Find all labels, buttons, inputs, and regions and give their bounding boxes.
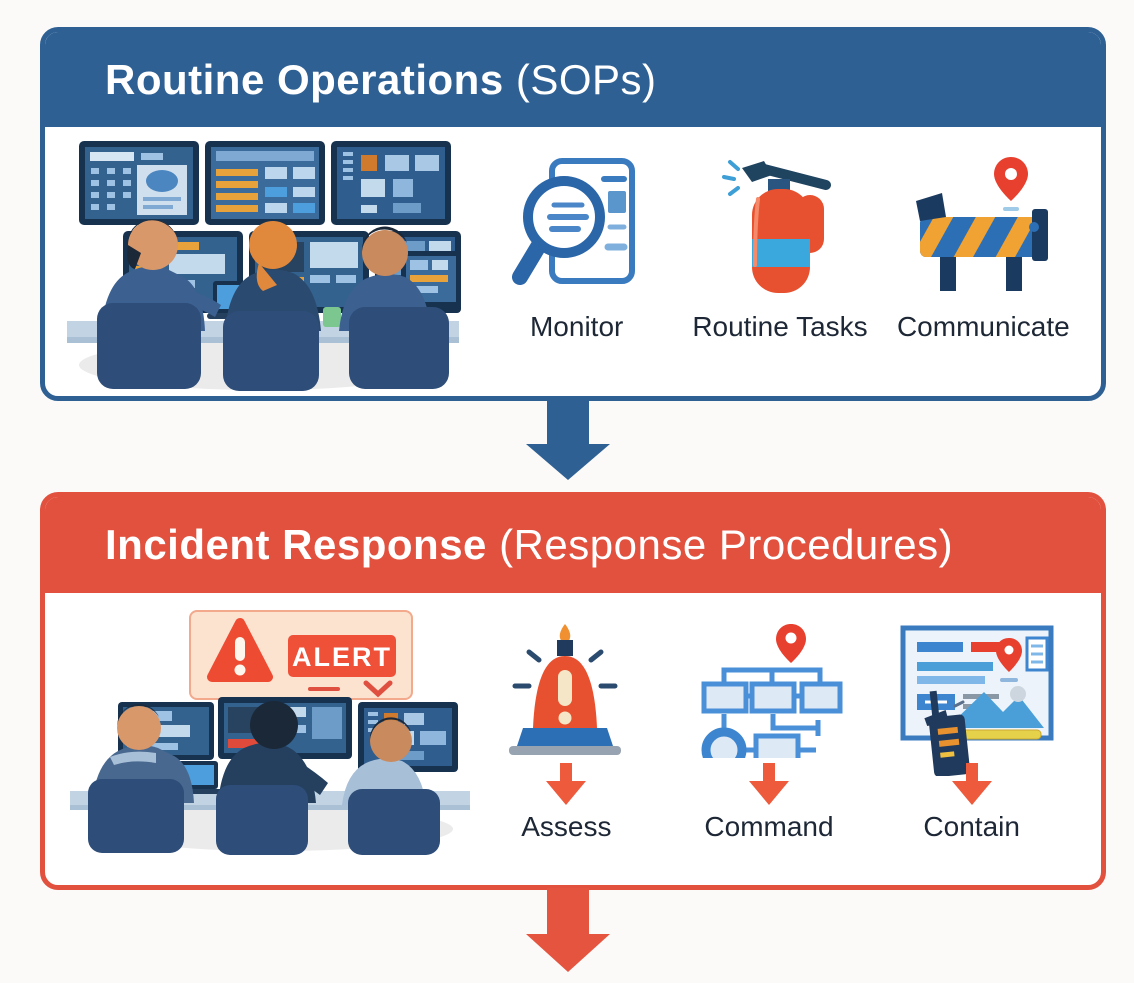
- incident-response-panel: Incident Response (Response Procedures): [40, 492, 1106, 890]
- dashboard-radio-icon: [889, 625, 1054, 776]
- step-monitor: Monitor: [475, 127, 678, 396]
- walkie-talkie-icon: [924, 690, 971, 776]
- control-room-monitoring-illustration: [63, 135, 463, 395]
- control-room-alert-illustration: ALERT: [60, 607, 480, 857]
- cup: [323, 307, 341, 327]
- routine-operations-panel: Routine Operations (SOPs): [40, 27, 1106, 401]
- chevron-down-icon: [363, 680, 393, 698]
- incident-response-body: ALERT: [45, 593, 1101, 885]
- routine-title-suffix: (SOPs): [503, 55, 657, 103]
- incident-response-header: Incident Response (Response Procedures): [45, 497, 1101, 593]
- warning-triangle-icon: [207, 618, 273, 682]
- alert-banner: ALERT: [189, 610, 413, 700]
- incident-title-suffix: (Response Procedures): [486, 521, 954, 568]
- routine-operations-header: Routine Operations (SOPs): [45, 32, 1101, 127]
- routine-steps-row: Monitor: [475, 127, 1085, 396]
- incident-response-title: Incident Response (Response Procedures): [105, 521, 953, 569]
- step-label-assess: Assess: [521, 811, 612, 842]
- chairs: [97, 303, 449, 391]
- wall-monitors-top-row: [79, 141, 451, 225]
- incident-title-main: Incident Response: [105, 521, 487, 568]
- step-communicate: Communicate: [882, 127, 1085, 396]
- step-contain: Contain: [870, 593, 1073, 885]
- step-label-monitor: Monitor: [529, 311, 624, 342]
- siren-icon: [501, 624, 631, 755]
- location-pin-icon: [776, 624, 806, 663]
- road-barrier-location-pin-icon: [908, 155, 1058, 295]
- step-label-communicate: Communicate: [896, 311, 1070, 342]
- red-step-arrow-icon: [546, 763, 587, 805]
- location-pin-icon: [994, 157, 1029, 211]
- step-label-command: Command: [704, 811, 834, 842]
- magnifier-document-icon: [511, 155, 642, 295]
- step-label-routine-tasks: Routine Tasks: [692, 311, 868, 342]
- routine-operations-title: Routine Operations (SOPs): [105, 56, 657, 104]
- red-step-arrow-icon: [749, 763, 789, 805]
- location-pin-icon: [996, 638, 1023, 682]
- step-label-contain: Contain: [923, 811, 1020, 842]
- down-arrow-red: [526, 888, 610, 972]
- red-step-arrow-icon: [951, 763, 992, 805]
- chairs: [88, 779, 440, 855]
- alert-badge-text: ALERT: [292, 642, 392, 672]
- fire-extinguisher-icon: [721, 155, 838, 295]
- incident-steps-row: Assess: [465, 593, 1073, 885]
- routine-operations-body: Monitor: [45, 127, 1101, 396]
- step-routine-tasks: Routine Tasks: [678, 127, 881, 396]
- flowchart-location-pin-icon: [694, 624, 844, 758]
- down-arrow-blue: [526, 401, 610, 480]
- routine-title-main: Routine Operations: [105, 55, 504, 103]
- step-command: Command: [668, 593, 871, 885]
- step-assess: Assess: [465, 593, 668, 885]
- alert-badge: ALERT: [288, 635, 396, 677]
